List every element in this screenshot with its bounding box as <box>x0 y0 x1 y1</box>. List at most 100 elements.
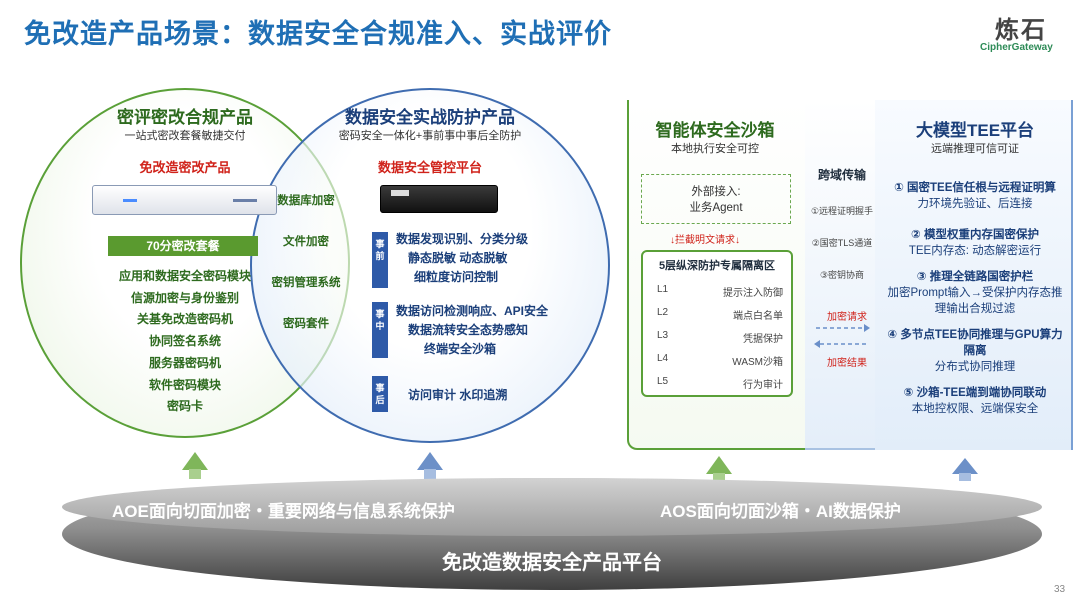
list-item: 软件密码模块 <box>148 377 221 392</box>
intercept-label: ↓拦截明文请求↓ <box>670 235 740 246</box>
tee-subtitle: 远端推理可信可证 <box>931 143 1019 155</box>
package-badge: 70分密改套餐 <box>108 236 258 256</box>
crypto-server-device <box>92 185 277 215</box>
platform-product-label: 数据安全管控平台 <box>377 160 482 175</box>
phase-after-badge: 事后 <box>372 376 388 412</box>
tee-panel <box>875 100 1073 450</box>
list-item: 密钥管理系统 <box>271 277 341 289</box>
layer-row: L1 提示注入防御 <box>657 284 783 307</box>
page-number: 33 <box>1054 584 1066 595</box>
up-arrow-stem <box>713 473 725 481</box>
layer-id: L3 <box>657 330 669 341</box>
tee-feature-head: ② 模型权重内存国密保护 <box>911 229 1039 241</box>
tee-feature-body: 加密Prompt输入→受保护内存态推理输出合规过滤 <box>887 287 1063 315</box>
layer-row: L2 端点白名单 <box>657 307 783 330</box>
list-item: 数据库加密 <box>277 195 335 207</box>
external-line: 外部接入: <box>691 186 741 198</box>
left-arrow-icon <box>814 340 820 348</box>
layer-id: L2 <box>657 307 669 318</box>
layer-row: L3 凭据保护 <box>657 330 783 353</box>
transfer-arrows <box>814 324 870 348</box>
tee-feature-head: ③ 推理全链路国密护栏 <box>916 271 1034 283</box>
phase-line: 终端安全沙箱 <box>424 342 497 356</box>
aoe-label: AOE面向切面加密・重要网络与信息系统保护 <box>112 502 455 521</box>
phase-line: 数据访问检测响应、API安全 <box>396 304 549 318</box>
aos-label: AOS面向切面沙箱・AI数据保护 <box>660 502 901 521</box>
external-access-box: 外部接入: 业务Agent <box>641 174 791 224</box>
phase-during-content: 数据访问检测响应、API安全 数据流转安全态势感知 终端安全沙箱 <box>396 302 566 359</box>
overlap-list: 数据库加密 文件加密 密钥管理系统 密码套件 <box>262 192 350 356</box>
isolation-zone-title: 5层纵深防护专属隔离区 <box>658 260 776 272</box>
up-arrow-stem <box>424 469 436 479</box>
platform-top-surface <box>62 478 1042 536</box>
transfer-step: ①远程证明握手 <box>810 206 874 216</box>
layer-name: 行为审计 <box>743 380 783 391</box>
phase-line: 细粒度访问控制 <box>414 270 499 284</box>
tee-feature: ④ 多节点TEE协同推理与GPU算力隔离分布式协同推理 <box>884 327 1066 385</box>
sandbox-title: 智能体安全沙箱 <box>655 121 775 140</box>
layer-name: 端点白名单 <box>733 311 783 322</box>
phase-during-badge: 事中 <box>372 302 388 358</box>
isolation-zone-box: 5层纵深防护专属隔离区 L1 提示注入防御 L2 端点白名单 L3 凭据保护 L4 WA… <box>641 250 793 397</box>
layer-list: L1 提示注入防御 L2 端点白名单 L3 凭据保护 L4 WASM沙箱 L5 行为审计 <box>657 284 783 399</box>
phase-line: 访问审计 水印追溯 <box>408 388 508 402</box>
page-title: 免改造产品场景：数据安全合规准入、实战评价 <box>24 19 612 49</box>
crypto-product-label: 免改造密改产品 <box>139 160 231 175</box>
layer-name: 提示注入防御 <box>723 288 783 299</box>
transfer-step: ③密钥协商 <box>819 270 865 280</box>
up-arrow-icon <box>417 452 443 470</box>
encrypt-request-label: 加密请求 <box>827 312 867 323</box>
tee-title: 大模型TEE平台 <box>915 121 1035 140</box>
protection-title: 数据安全实战防护产品 <box>345 108 515 127</box>
layer-id: L1 <box>657 284 669 295</box>
platform-name: 免改造数据安全产品平台 <box>442 552 662 574</box>
up-arrow-icon <box>182 452 208 470</box>
list-item: 关基免改造密码机 <box>136 312 233 327</box>
protection-subtitle: 密码安全一体化+事前事中事后全防护 <box>338 130 522 142</box>
layer-name: 凭据保护 <box>743 334 783 345</box>
tee-feature: ① 国密TEE信任根与远程证明算力环境先验证、后连接 <box>884 180 1066 227</box>
encrypt-result-label: 加密结果 <box>827 358 867 369</box>
tee-feature-body: 分布式协同推理 <box>934 361 1016 373</box>
list-item: 文件加密 <box>283 236 329 248</box>
list-item: 信源加密与身份鉴别 <box>130 290 239 305</box>
compliance-title: 密评密改合规产品 <box>117 108 253 127</box>
phase-before-badge: 事前 <box>372 232 388 288</box>
tee-feature-head: ① 国密TEE信任根与远程证明算 <box>894 182 1056 194</box>
sandbox-subtitle: 本地执行安全可控 <box>671 143 759 155</box>
list-item: 应用和数据安全密码模块 <box>118 269 251 283</box>
right-arrow-icon <box>864 324 870 332</box>
tee-feature-head: ④ 多节点TEE协同推理与GPU算力隔离 <box>887 329 1063 357</box>
transfer-panel <box>805 100 875 450</box>
list-item: 密码套件 <box>283 318 329 330</box>
list-item: 服务器密码机 <box>148 355 221 370</box>
layer-row: L4 WASM沙箱 <box>657 353 783 376</box>
brand-logo: 炼石 <box>995 17 1047 44</box>
layer-id: L4 <box>657 353 669 364</box>
transfer-title: 跨域传输 <box>817 168 866 182</box>
tee-feature-body: 力环境先验证、后连接 <box>917 198 1033 210</box>
tee-feature: ③ 推理全链路国密护栏加密Prompt输入→受保护内存态推理输出合规过滤 <box>884 269 1066 327</box>
security-appliance-device <box>380 185 498 213</box>
layer-name: WASM沙箱 <box>732 357 783 368</box>
list-item: 密码卡 <box>166 399 203 414</box>
external-line: 业务Agent <box>689 202 743 214</box>
tee-feature-body: 本地控权限、远端保安全 <box>911 403 1039 415</box>
compliance-list: 应用和数据安全密码模块 信源加密与身份鉴别 关基免改造密码机 协同签名系统 服务… <box>70 266 300 418</box>
tee-feature-head: ⑤ 沙箱-TEE端到端协同联动 <box>903 387 1047 399</box>
up-arrow-stem <box>959 473 971 481</box>
tee-feature-body: TEE内存态: 动态解密运行 <box>908 245 1042 257</box>
tee-feature: ⑤ 沙箱-TEE端到端协同联动本地控权限、远端保安全 <box>884 385 1066 427</box>
tee-feature-list: ① 国密TEE信任根与远程证明算力环境先验证、后连接 ② 模型权重内存国密保护 T… <box>884 180 1066 427</box>
up-arrow-icon <box>952 458 978 474</box>
phase-line: 数据流转安全态势感知 <box>408 323 529 337</box>
up-arrow-icon <box>706 456 732 474</box>
layer-row: L5 行为审计 <box>657 376 783 399</box>
phase-line: 数据发现识别、分类分级 <box>396 232 529 246</box>
phase-line: 静态脱敏 动态脱敏 <box>408 251 508 265</box>
phase-before-content: 数据发现识别、分类分级 静态脱敏 动态脱敏 细粒度访问控制 <box>396 230 546 287</box>
layer-id: L5 <box>657 376 669 387</box>
tee-feature: ② 模型权重内存国密保护 TEE内存态: 动态解密运行 <box>884 227 1066 269</box>
brand-logo-subtitle: CipherGateway <box>980 42 1053 53</box>
up-arrow-stem <box>189 469 201 479</box>
